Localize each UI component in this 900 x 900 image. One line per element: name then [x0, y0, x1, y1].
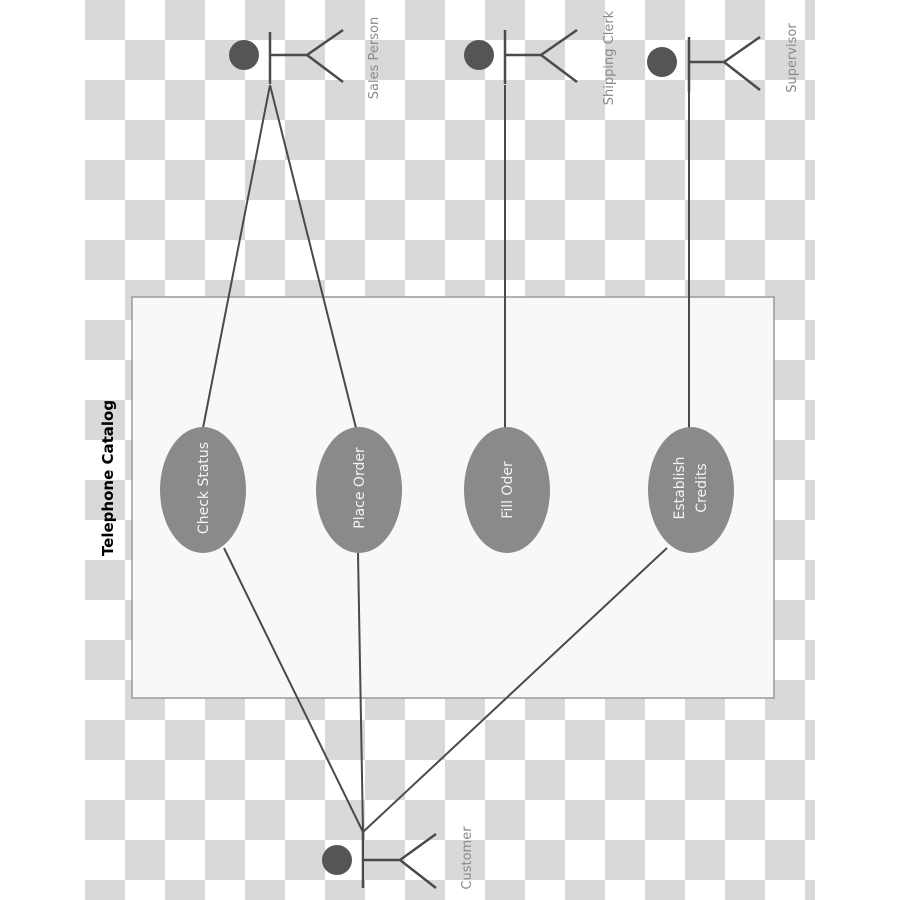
actor-label: Sales Person: [367, 17, 382, 99]
actor-supervisor[interactable]: Supervisor: [647, 23, 800, 93]
use-case-fill-order[interactable]: Fill Oder: [464, 427, 550, 553]
use-case-place-order[interactable]: Place Order: [316, 427, 402, 553]
actor-customer[interactable]: Customer: [322, 826, 475, 890]
assoc-customer-check-status: [223, 547, 364, 833]
use-case-label: Place Order: [352, 447, 368, 529]
use-case-label: Fill Oder: [500, 461, 516, 519]
use-case-label: Check Status: [196, 442, 212, 534]
stick-figure-icon: [229, 28, 344, 84]
use-case-establish-credits[interactable]: Establish Credits: [648, 427, 734, 553]
use-case-label-line2: Credits: [694, 463, 710, 512]
assoc-sales-check-status: [202, 84, 271, 429]
assoc-customer-place-order: [357, 552, 364, 833]
use-case-check-status[interactable]: Check Status: [160, 427, 246, 553]
stick-figure-icon: [322, 832, 437, 889]
actor-label: Shipping Clerk: [602, 10, 617, 105]
stick-figure-icon: [464, 28, 578, 84]
actor-shipping-clerk[interactable]: Shipping Clerk: [464, 10, 617, 105]
associations: [202, 84, 690, 833]
actor-sales-person[interactable]: Sales Person: [229, 17, 382, 99]
actor-label: Supervisor: [785, 23, 800, 93]
use-case-label-line1: Establish: [672, 456, 688, 519]
system-title: Telephone Catalog: [99, 400, 117, 556]
stick-figure-icon: [647, 35, 761, 92]
assoc-sales-place-order: [269, 84, 357, 429]
actor-label: Customer: [460, 826, 475, 890]
assoc-customer-establish-credits: [362, 547, 668, 833]
